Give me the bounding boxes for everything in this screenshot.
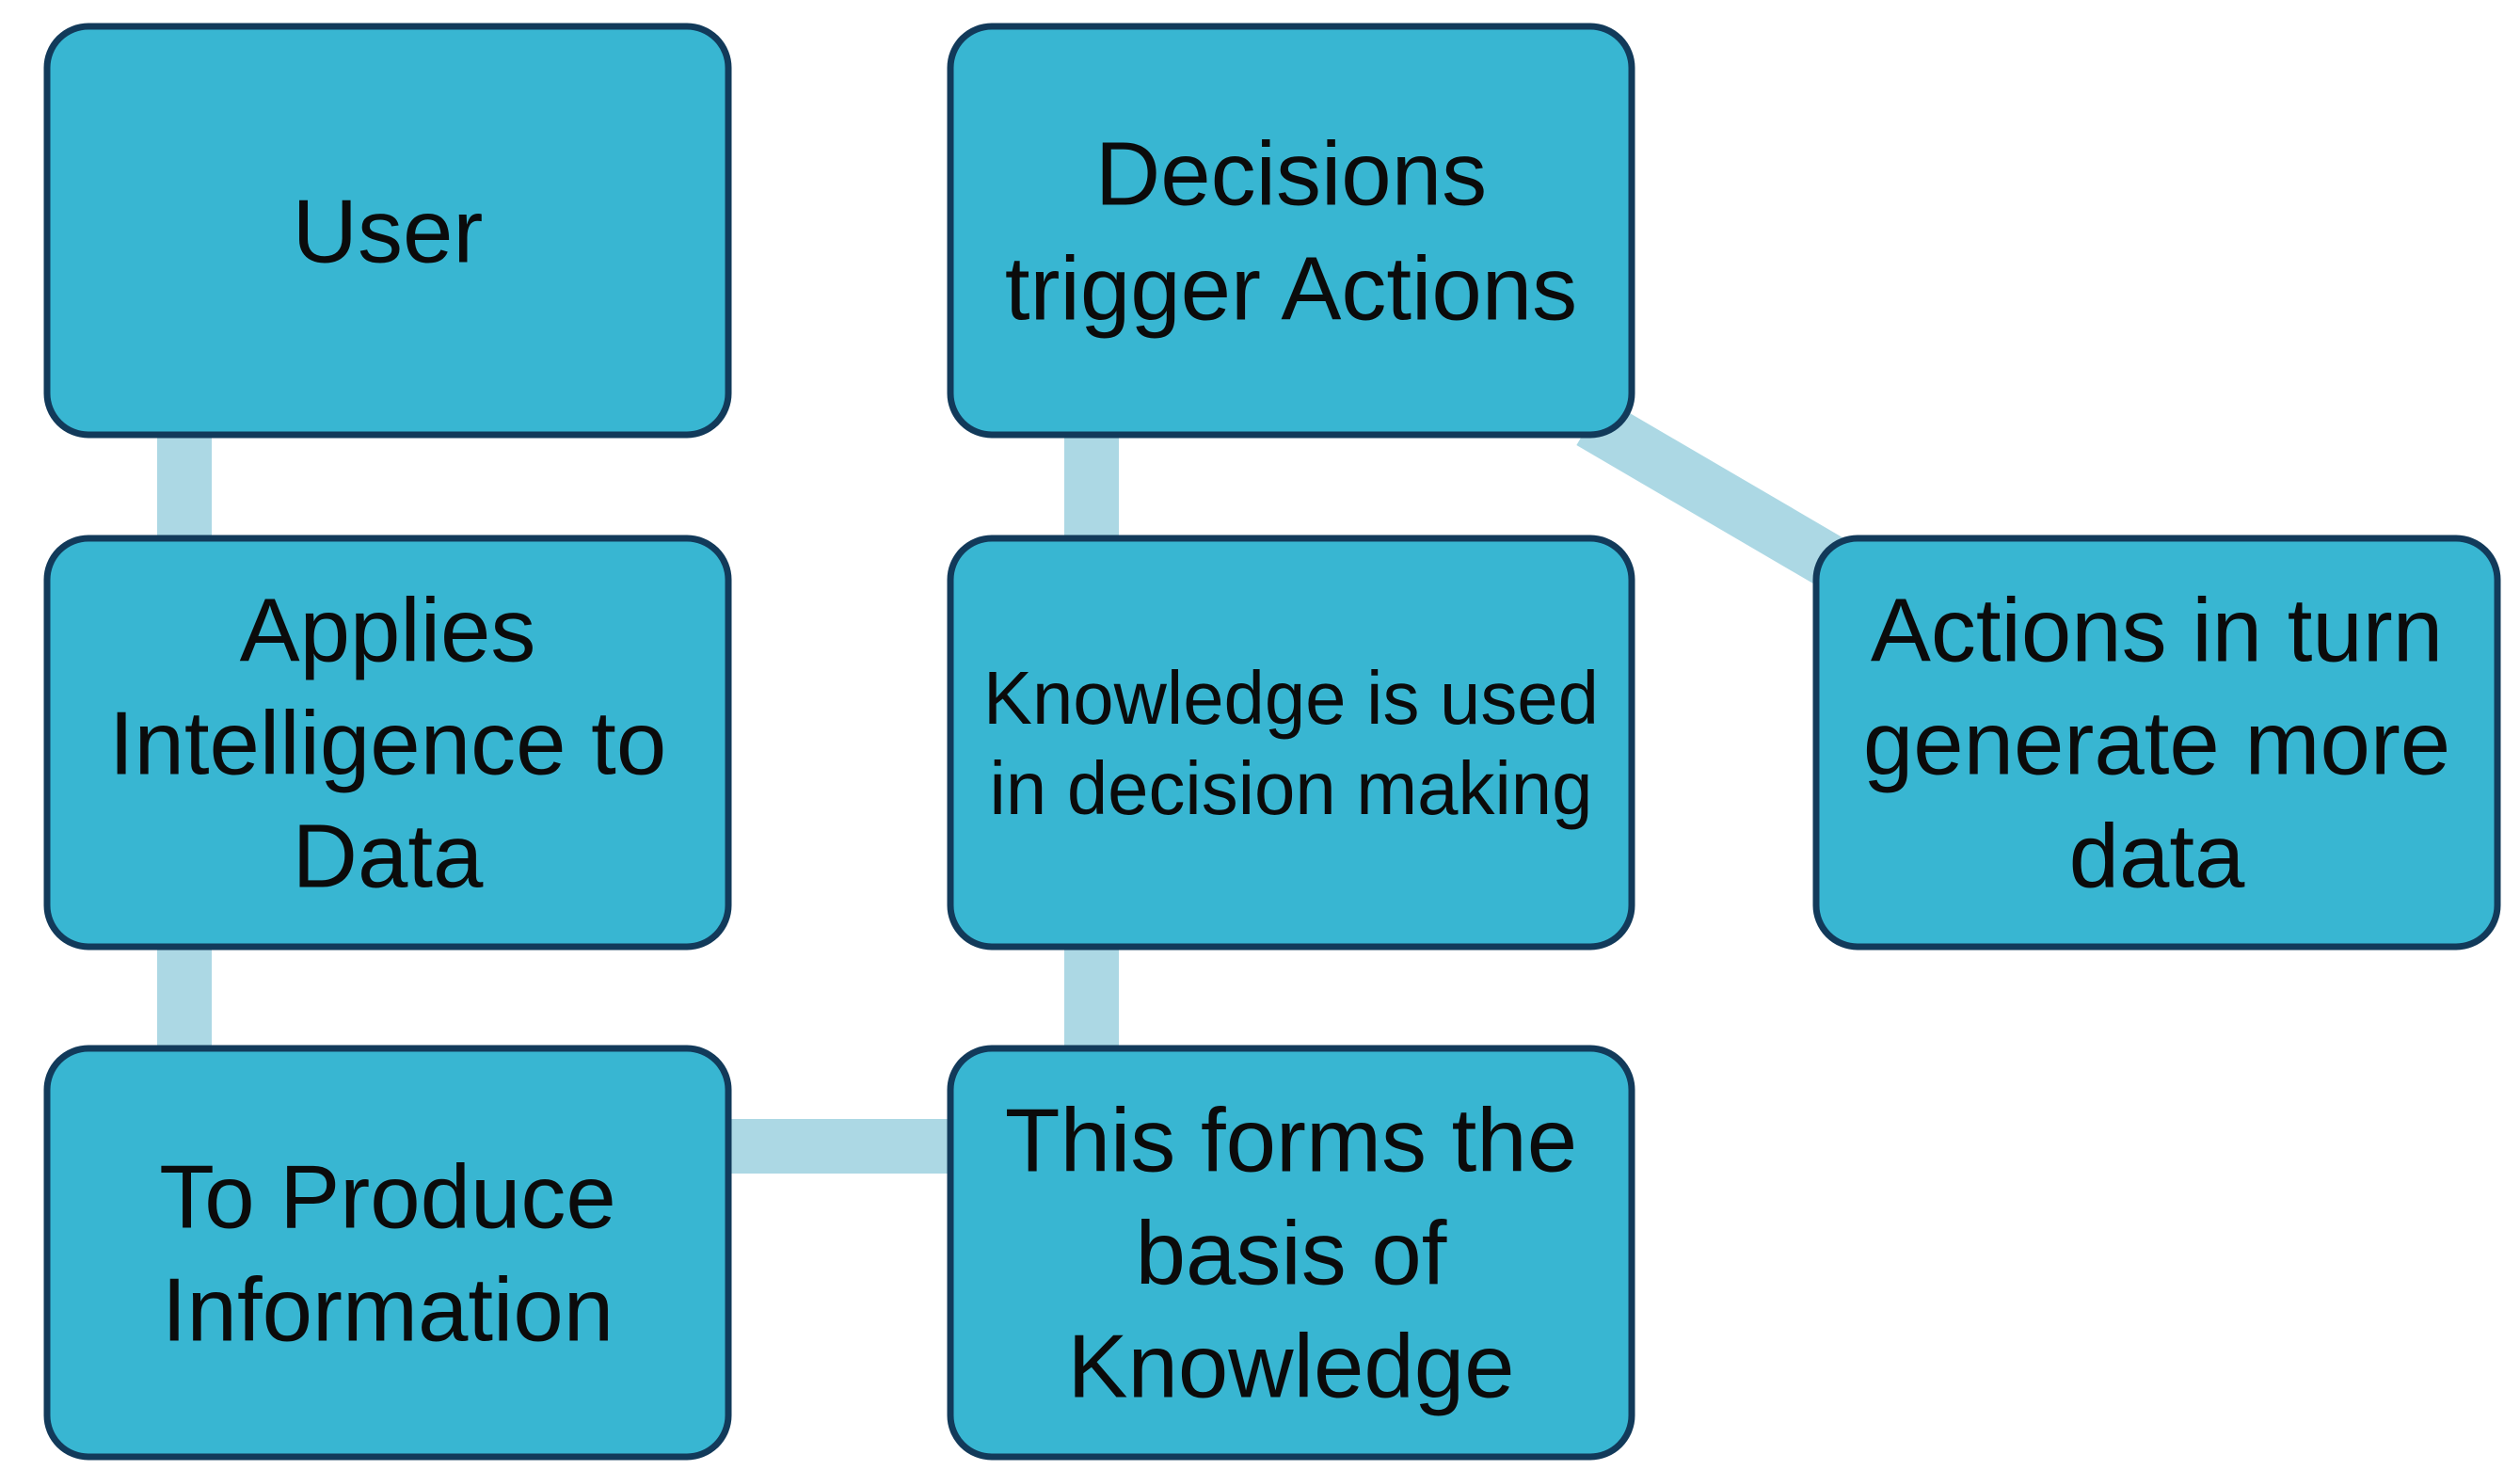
node-label-line: To Produce [159, 1147, 616, 1248]
node-label-user: User [293, 182, 484, 282]
node-label-line: Information [162, 1260, 614, 1361]
node-label-line: Knowledge [1067, 1317, 1514, 1417]
node-label-basis-of-knowledge: This forms the basis of Knowledge [1005, 1091, 1577, 1417]
node-label-line: Intelligence to [109, 694, 666, 794]
node-label-line: Data [293, 807, 484, 907]
node-label-line: This forms the [1005, 1091, 1577, 1191]
node-box-actions-more-data [1812, 535, 2501, 951]
node-box-decisions-actions [947, 23, 1635, 439]
node-box-basis-of-knowledge [947, 1045, 1635, 1461]
node-decisions-actions: Decisions trigger Actions [947, 23, 1635, 439]
connector-decisions-actions-to-actions-more-data [1576, 397, 1849, 589]
node-basis-of-knowledge: This forms the basis of Knowledge [947, 1045, 1635, 1461]
node-label-line: Knowledge is used [983, 656, 1599, 740]
node-actions-more-data: Actions in turn generate more data [1812, 535, 2501, 951]
node-label-line: in decision making [990, 746, 1593, 830]
node-label-line: User [293, 182, 484, 282]
node-label-decisions-actions: Decisions trigger Actions [1005, 124, 1577, 340]
node-label-line: trigger Actions [1005, 239, 1577, 340]
node-box-produce-information [43, 1045, 732, 1461]
node-label-actions-more-data: Actions in turn generate more data [1863, 581, 2450, 907]
node-label-line: data [2069, 807, 2245, 907]
node-box-user [43, 23, 732, 439]
node-label-line: basis of [1136, 1204, 1447, 1304]
node-label-line: generate more [1863, 694, 2450, 794]
node-label-line: Actions in turn [1871, 581, 2443, 681]
node-user: User [43, 23, 732, 439]
node-label-line: Applies [240, 581, 536, 681]
node-box-applies-intelligence [43, 535, 732, 951]
connectors-layer [157, 397, 1849, 1174]
node-label-line: Decisions [1095, 124, 1487, 225]
node-box-knowledge-decision [947, 535, 1635, 951]
